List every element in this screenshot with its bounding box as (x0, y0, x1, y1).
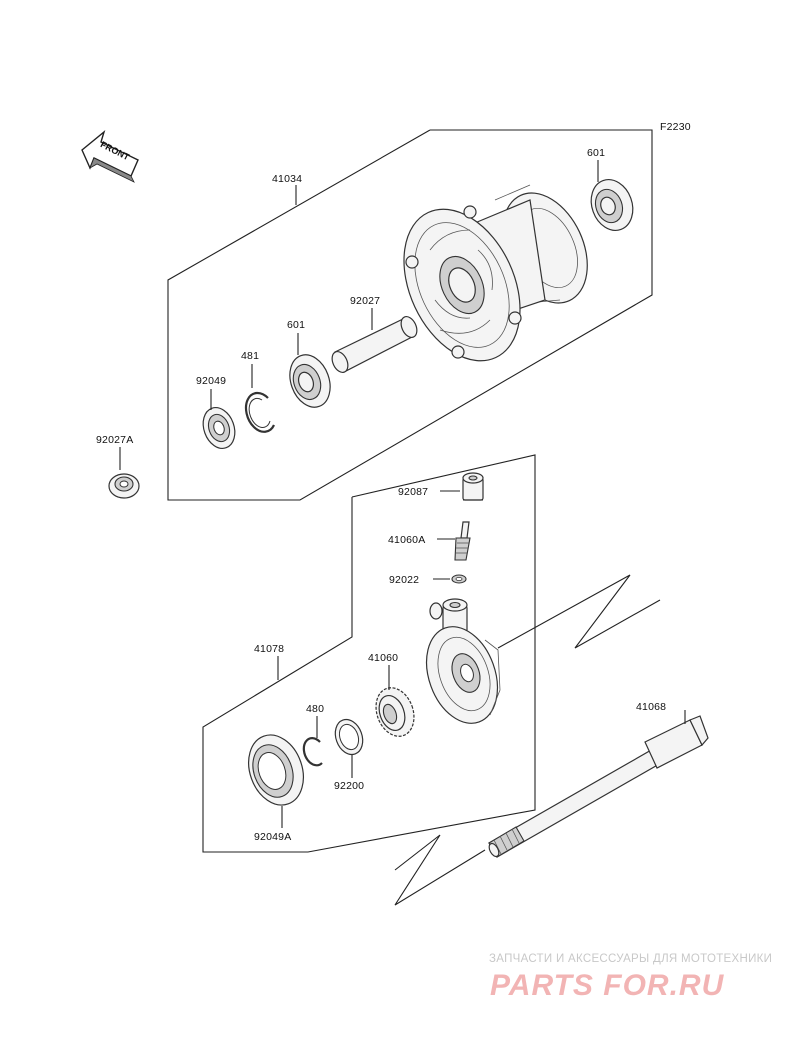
label-92049A: 92049A (254, 831, 291, 843)
spacer-tube-92027 (331, 316, 418, 373)
diagram-code: F2230 (660, 121, 691, 133)
label-92027: 92027 (350, 295, 380, 307)
seal-92049 (202, 407, 236, 449)
label-41060: 41060 (368, 652, 398, 664)
washer-92022 (451, 574, 467, 584)
front-hub (403, 184, 588, 362)
bearing-601-left (289, 354, 331, 408)
label-92027A: 92027A (96, 434, 133, 446)
gear-housing (425, 598, 501, 724)
label-92049: 92049 (196, 375, 226, 387)
label-601-left: 601 (287, 319, 305, 331)
label-601-right: 601 (587, 147, 605, 159)
assembly-frame-41034 (167, 129, 653, 501)
label-480: 480 (306, 703, 324, 715)
assembly-frame-41078 (202, 454, 536, 853)
circlip-481 (244, 391, 275, 433)
bushing-92087 (462, 472, 484, 501)
drive-gear-41060 (375, 687, 415, 737)
front-arrow-icon: FRONT (81, 130, 139, 183)
pinion-gear-41060A (454, 521, 471, 561)
seal-92049A (248, 734, 304, 806)
circlip-480 (302, 737, 323, 767)
label-41068: 41068 (636, 701, 666, 713)
label-92200: 92200 (334, 780, 364, 792)
bearing-601-right (590, 179, 634, 231)
washer-92200 (334, 718, 364, 756)
label-41078: 41078 (254, 643, 284, 655)
label-481: 481 (241, 350, 259, 362)
label-41034: 41034 (272, 173, 302, 185)
label-41060A: 41060A (388, 534, 425, 546)
label-92087: 92087 (398, 486, 428, 498)
label-92022: 92022 (389, 574, 419, 586)
watermark-logo: PARTS FOR.RU (490, 969, 725, 1002)
watermark-tagline: ЗАПЧАСТИ И АКСЕССУАРЫ ДЛЯ МОТОТЕХНИКИ (489, 953, 772, 965)
collar-92027A (108, 473, 140, 499)
axle-41068 (488, 715, 709, 858)
